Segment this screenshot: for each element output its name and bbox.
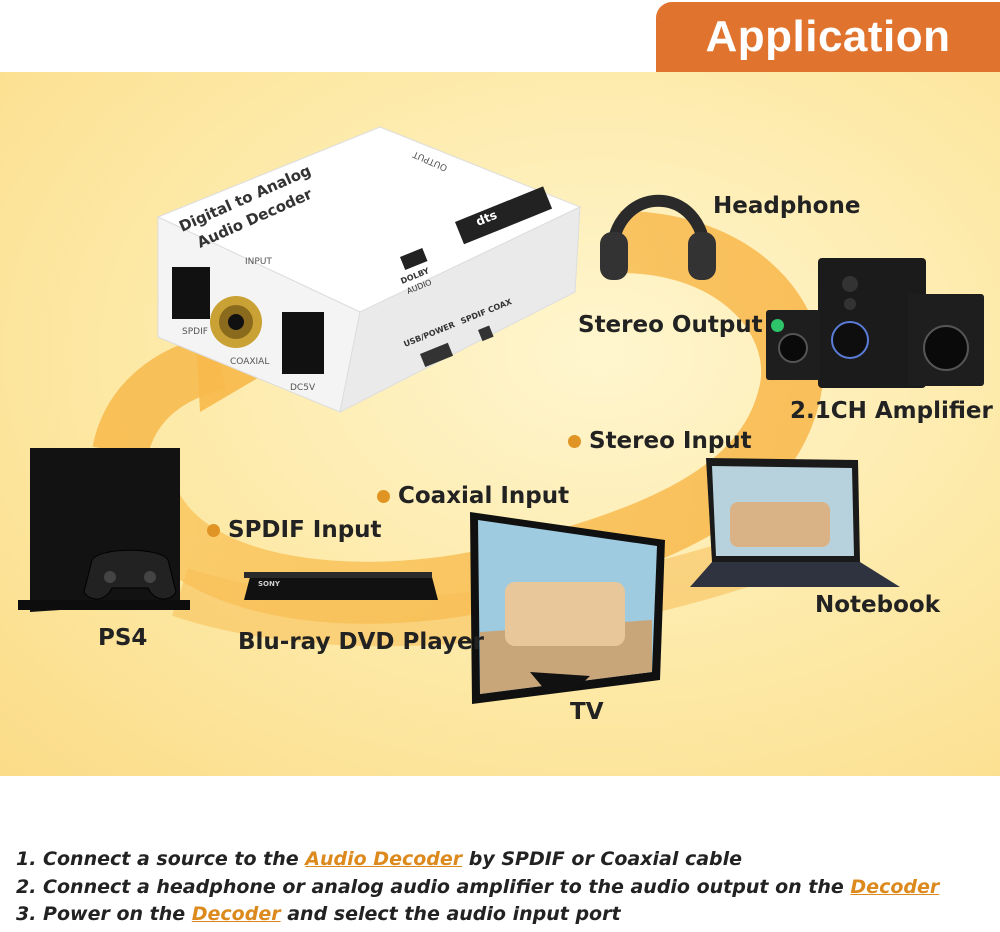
- headphone-image: [600, 194, 716, 280]
- tv-image: [470, 512, 665, 704]
- ps4-label: PS4: [98, 625, 148, 651]
- audio-decoder-link: Audio Decoder: [305, 848, 463, 870]
- dc-port: [282, 312, 324, 374]
- stereo-input-text: Stereo Input: [589, 428, 752, 454]
- amplifier-image: [766, 258, 984, 388]
- ps4-image: [18, 448, 190, 612]
- coaxial-input-label: Coaxial Input: [377, 483, 569, 509]
- input-label: INPUT: [245, 257, 272, 267]
- decoder-link: Decoder: [191, 903, 281, 925]
- tv-van: [505, 582, 625, 646]
- spdif-label: SPDIF: [182, 327, 208, 337]
- amplifier-label: 2.1CH Amplifier: [790, 398, 993, 424]
- instructions-list: 1. Connect a source to the Audio Decoder…: [16, 846, 996, 929]
- dvd-player-image: SONY: [244, 572, 438, 600]
- application-panel: Digital to Analog Audio Decoder OUTPUT d…: [0, 72, 1000, 776]
- input-switch: [478, 325, 494, 342]
- spdif-input-text: SPDIF Input: [228, 517, 382, 543]
- orange-dot-icon: [568, 435, 581, 448]
- green-dot-icon: [770, 319, 784, 332]
- headphone-label: Headphone: [713, 193, 861, 219]
- stereo-output-label: Stereo Output: [578, 312, 792, 338]
- notebook-image: [690, 458, 900, 587]
- dc-label: DC5V: [290, 383, 316, 393]
- instruction-item: 3. Power on the Decoder and select the a…: [16, 903, 621, 925]
- orange-dot-icon: [207, 524, 220, 537]
- stereo-input-label: Stereo Input: [568, 428, 752, 454]
- coaxial-input-text: Coaxial Input: [398, 483, 570, 509]
- usb-port: [420, 342, 454, 367]
- decoder-link: Decoder: [850, 875, 940, 898]
- notebook-label: Notebook: [815, 592, 941, 618]
- application-title: Application: [656, 2, 1000, 72]
- stereo-output-text: Stereo Output: [578, 312, 763, 338]
- instruction-item: 2. Connect a headphone or analog audio a…: [16, 875, 940, 898]
- spdif-input-label: SPDIF Input: [207, 517, 382, 543]
- spdif-port: [172, 267, 210, 319]
- orange-dot-icon: [377, 490, 390, 503]
- instruction-item: 1. Connect a source to the Audio Decoder…: [16, 848, 743, 870]
- tv-label: TV: [570, 699, 604, 725]
- coaxial-label: COAXIAL: [230, 357, 269, 367]
- dvd-brand: SONY: [258, 580, 281, 588]
- dvd-player-label: Blu-ray DVD Player: [238, 629, 484, 655]
- connection-diagram: Digital to Analog Audio Decoder OUTPUT d…: [18, 126, 984, 704]
